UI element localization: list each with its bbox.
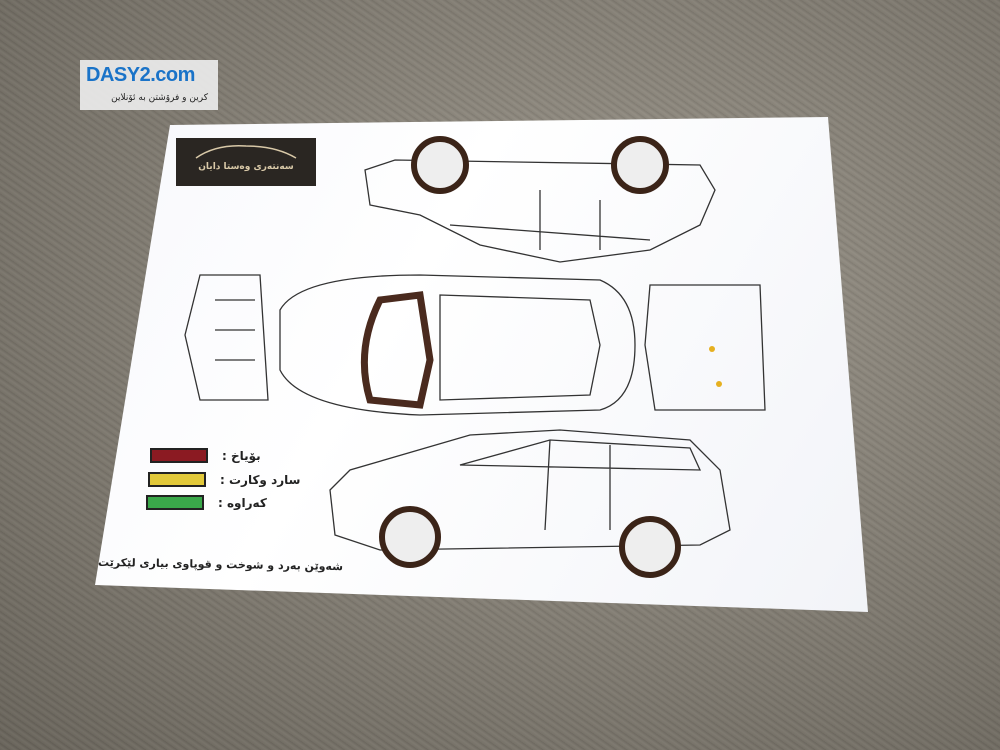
car-top-view [279,274,636,416]
legend-swatch-yellow [148,472,206,487]
legend-item-paint: بۆیاخ : [150,448,261,463]
car-side-view-inverted [364,159,716,263]
legend-label: کەراوە : [218,495,267,510]
legend-item-repair: سارد وکارت : [148,472,300,487]
watermark-tagline: کرین و فرۆشتن بە ئۆنلاین [111,93,208,103]
watermark: DASY2.com کرین و فرۆشتن بە ئۆنلاین [80,60,218,110]
windshield-marking [360,291,434,409]
car-side-view [329,429,731,551]
brand-logo: سەنتەری وەستا دایان [176,138,316,186]
car-rear-view [644,284,766,411]
legend-item-opened: کەراوە : [146,495,267,510]
legend-swatch-green [146,495,204,510]
damage-dot [709,346,715,352]
legend-label: سارد وکارت : [220,472,301,487]
car-front-view [184,274,269,401]
damage-dot [716,381,722,387]
wheels [379,136,681,578]
watermark-logo: DASY2.com [86,64,195,86]
legend-label: بۆیاخ : [222,448,261,463]
car-silhouette-icon [195,145,297,159]
legend-swatch-red [150,448,208,463]
brand-logo-text: سەنتەری وەستا دایان [198,162,294,172]
